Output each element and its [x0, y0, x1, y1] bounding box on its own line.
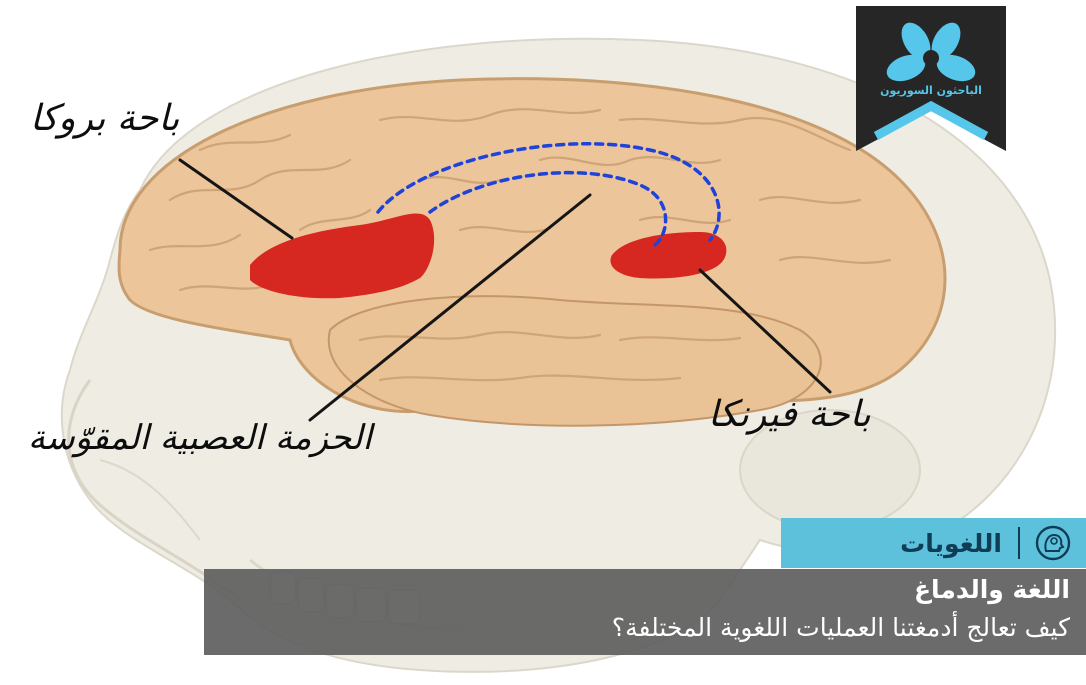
- broca-area-label: باحة بروكا: [30, 98, 179, 139]
- syrian-researchers-logo: [856, 6, 1006, 151]
- caption-subtitle: كيف تعالج أدمغتنا العمليات اللغوية المخت…: [612, 613, 1070, 642]
- category-tag: اللغويات: [781, 518, 1086, 568]
- head-thought-icon: [1034, 524, 1072, 562]
- syrian-researchers-name: الباحثون السوريون: [856, 84, 1006, 97]
- caption-bar: اللغة والدماغ كيف تعالج أدمغتنا العمليات…: [204, 569, 1086, 655]
- arcuate-fasciculus-label: الحزمة العصبية المقوّسة: [28, 418, 372, 458]
- caption-title: اللغة والدماغ: [914, 575, 1070, 604]
- category-divider: [1018, 527, 1020, 559]
- wernicke-area-label: باحة فيرنكا: [708, 394, 871, 435]
- category-label: اللغويات: [900, 529, 1002, 558]
